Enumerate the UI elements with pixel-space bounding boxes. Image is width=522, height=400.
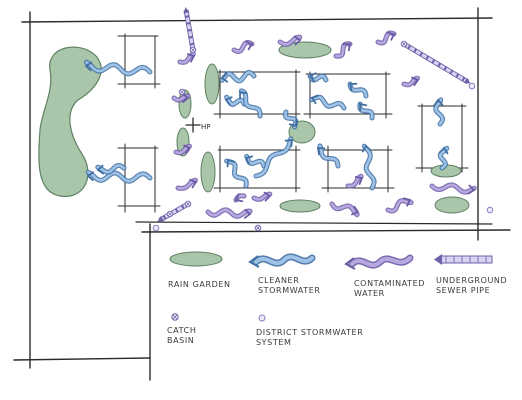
building-outlines [117, 33, 469, 213]
catch-basin-icon [254, 224, 262, 232]
catch-basin-icon [189, 46, 197, 54]
legend-catch-basin-line-2: BASIN [167, 336, 194, 345]
legend-rain-garden-line: RAIN GARDEN [168, 280, 231, 289]
contaminated-water-arrow [329, 201, 360, 218]
legend-district-line-1: DISTRICT STORMWATER [256, 328, 363, 337]
rain-garden [278, 41, 332, 59]
rain-garden [434, 196, 470, 214]
district-stormwater-points [152, 82, 494, 232]
contaminated-water-arrow [177, 51, 196, 65]
contaminated-water-arrow [385, 197, 414, 214]
contaminated-water-flows [171, 30, 477, 219]
cleaner-stormwater-arrow [433, 97, 446, 127]
high-point-marker: HP [185, 117, 211, 133]
cleaner-stormwater-arrow [437, 145, 450, 171]
contaminated-water-arrow [251, 191, 273, 202]
contaminated-water-arrow [375, 30, 397, 46]
legend-district-label: DISTRICT STORMWATER SYSTEM [256, 328, 367, 347]
rain-garden-large [38, 46, 102, 197]
catch-basins [166, 40, 408, 232]
legend-district-line-2: SYSTEM [256, 338, 292, 347]
contaminated-water-arrow [429, 182, 477, 195]
contaminated-water-arrow [171, 93, 191, 103]
cleaner-stormwater-flows [83, 59, 450, 191]
cleaner-stormwater-arrow [307, 72, 329, 83]
district-stormwater-point [468, 82, 476, 90]
sewer-pipe [402, 41, 471, 85]
catch-basin-icon [400, 40, 408, 48]
cleaner-stormwater-arrow [224, 158, 249, 189]
legend: RAIN GARDEN CLEANER STORMWATER CONTAMINA… [167, 251, 510, 347]
legend-rain-garden-swatch [169, 251, 223, 267]
legend-sewer-line-2: SEWER PIPE [436, 286, 490, 295]
legend-contaminated-line-2: WATER [354, 289, 385, 298]
contaminated-water-arrow [333, 41, 353, 59]
cleaner-stormwater-arrow [309, 94, 347, 111]
cleaner-stormwater-arrow [357, 101, 375, 121]
cleaner-stormwater-arrow [224, 94, 247, 107]
cleaner-stormwater-arrow [244, 153, 267, 169]
cleaner-stormwater-arrow [85, 169, 153, 184]
cleaner-stormwater-arrow [361, 143, 377, 191]
cleaner-stormwater-arrow [219, 69, 257, 84]
legend-sewer-line-1: UNDERGROUND [436, 276, 507, 285]
contaminated-water-arrow [205, 207, 253, 219]
legend-catch-basin-line-1: CATCH [167, 326, 196, 335]
legend-contaminated-line-1: CONTAMINATED [354, 279, 425, 288]
legend-cleaner-label: CLEANER STORMWATER [258, 276, 321, 295]
underground-sewer-pipes [157, 7, 471, 223]
legend-catch-basin-label: CATCH BASIN [167, 326, 200, 345]
sewer-pipe [157, 201, 190, 223]
legend-contaminated-label: CONTAMINATED WATER [354, 279, 428, 298]
cleaner-stormwater-arrow [238, 88, 263, 119]
contaminated-water-arrow [401, 75, 420, 88]
legend-rain-garden-label: RAIN GARDEN [168, 280, 231, 289]
district-stormwater-point [486, 206, 494, 214]
cleaner-stormwater-arrow [83, 59, 153, 77]
legend-cleaner-swatch [248, 253, 316, 268]
rain-garden [204, 63, 220, 105]
legend-catch-basin-swatch [171, 313, 179, 321]
contaminated-water-arrow [345, 173, 364, 189]
legend-contaminated-swatch [344, 254, 414, 270]
contaminated-water-arrow [277, 34, 303, 47]
district-stormwater-point [152, 224, 160, 232]
sewer-pipe [183, 7, 196, 51]
catch-basin-icon [166, 210, 174, 218]
catch-basin-icon [178, 88, 186, 96]
cleaner-stormwater-arrow [347, 81, 369, 99]
cleaner-stormwater-arrow [282, 109, 299, 130]
contaminated-water-arrow [175, 177, 198, 191]
legend-cleaner-line-1: CLEANER [258, 276, 299, 285]
cleaner-stormwater-arrow [316, 143, 341, 169]
legend-cleaner-line-2: STORMWATER [258, 286, 321, 295]
legend-sewer-swatch [434, 254, 493, 265]
rain-garden [200, 151, 216, 193]
site-boundary [13, 7, 511, 381]
catch-basin-icon [184, 200, 192, 208]
cleaner-stormwater-arrow [95, 162, 127, 175]
rain-garden [279, 199, 321, 213]
contaminated-water-arrow [173, 143, 192, 156]
contaminated-water-arrow [231, 40, 255, 54]
legend-sewer-label: UNDERGROUND SEWER PIPE [436, 276, 510, 295]
hp-label: HP [201, 123, 211, 131]
cleaner-stormwater-arrow [253, 136, 294, 179]
legend-district-swatch [258, 314, 266, 322]
contaminated-water-arrow [233, 193, 247, 203]
